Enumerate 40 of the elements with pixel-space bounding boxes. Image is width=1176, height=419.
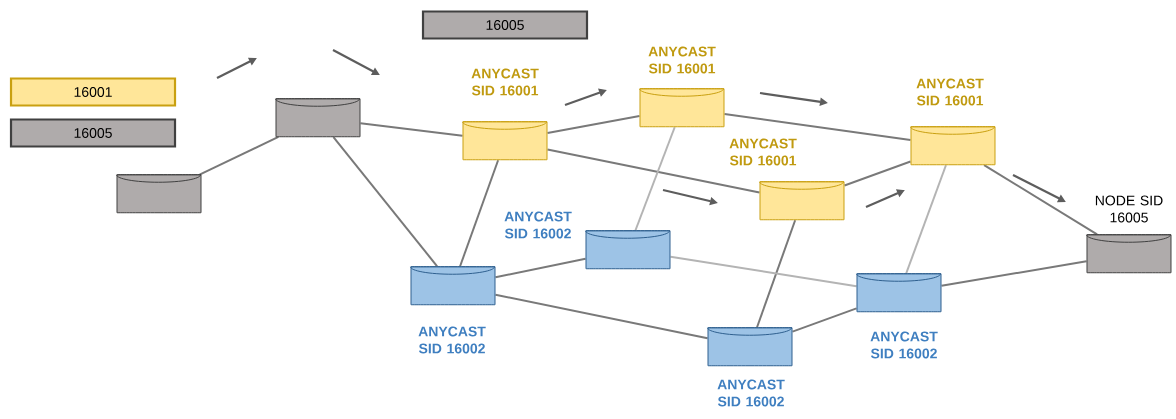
router-label: ANYCAST SID 16002 bbox=[418, 326, 486, 354]
label-box: 16005 bbox=[9, 118, 177, 148]
link-line bbox=[459, 159, 500, 268]
link-line bbox=[332, 136, 439, 268]
router-cylinder bbox=[462, 121, 548, 161]
link-line bbox=[669, 255, 858, 288]
link-line bbox=[723, 112, 912, 142]
router-cylinder bbox=[275, 98, 361, 138]
router-cylinder bbox=[759, 181, 845, 221]
router-label: ANYCAST SID 16001 bbox=[729, 138, 797, 166]
link-line bbox=[634, 126, 676, 232]
router-cylinder bbox=[116, 174, 202, 214]
link-line bbox=[905, 164, 947, 275]
link-line bbox=[546, 148, 761, 194]
router-label: ANYCAST SID 16001 bbox=[471, 68, 539, 96]
router-label: ANYCAST SID 16001 bbox=[648, 46, 716, 74]
link-line bbox=[843, 160, 912, 187]
link-line bbox=[494, 257, 587, 279]
link-line bbox=[546, 114, 641, 135]
link-line bbox=[791, 307, 858, 333]
router-cylinder bbox=[585, 230, 671, 270]
router-label: NODE SID 16005 bbox=[1095, 195, 1163, 223]
router-cylinder bbox=[1086, 234, 1172, 274]
link-line bbox=[756, 219, 797, 329]
router-label: ANYCAST SID 16001 bbox=[916, 78, 984, 106]
label-box: 16001 bbox=[9, 77, 177, 107]
router-label: ANYCAST SID 16002 bbox=[717, 379, 785, 407]
router-label: ANYCAST SID 16002 bbox=[504, 211, 572, 239]
router-cylinder bbox=[410, 266, 496, 306]
router-label: ANYCAST SID 16002 bbox=[870, 331, 938, 359]
router-cylinder bbox=[707, 327, 793, 367]
router-cylinder bbox=[910, 126, 996, 166]
router-cylinder bbox=[639, 88, 725, 128]
link-line bbox=[940, 260, 1088, 287]
link-line bbox=[359, 122, 464, 137]
link-line bbox=[198, 135, 280, 176]
label-box: 16005 bbox=[421, 10, 589, 40]
link-line bbox=[494, 293, 709, 340]
link-line bbox=[983, 164, 1099, 236]
router-cylinder bbox=[856, 273, 942, 313]
